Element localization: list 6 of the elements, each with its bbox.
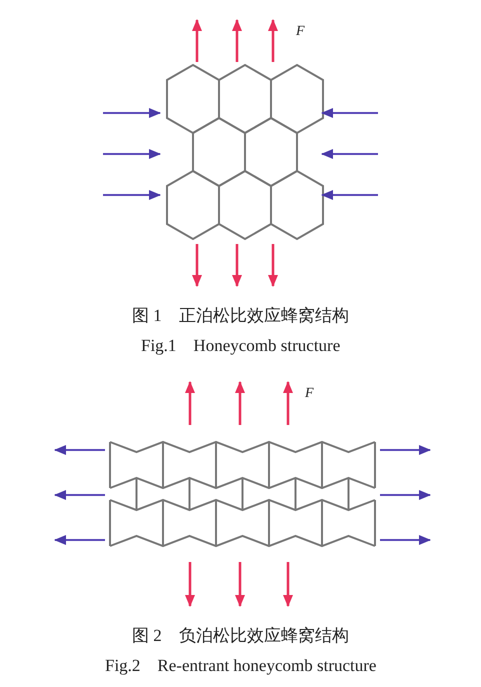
force-label: F <box>296 23 305 41</box>
force-label: F <box>305 385 314 403</box>
figure-caption: Fig.1 Honeycomb structure <box>141 336 340 356</box>
figure-caption: 图 1 正泊松比效应蜂窝结构 <box>132 306 349 326</box>
figure-caption: 图 2 负泊松比效应蜂窝结构 <box>132 626 349 646</box>
figure-caption: Fig.2 Re-entrant honeycomb structure <box>105 656 376 676</box>
